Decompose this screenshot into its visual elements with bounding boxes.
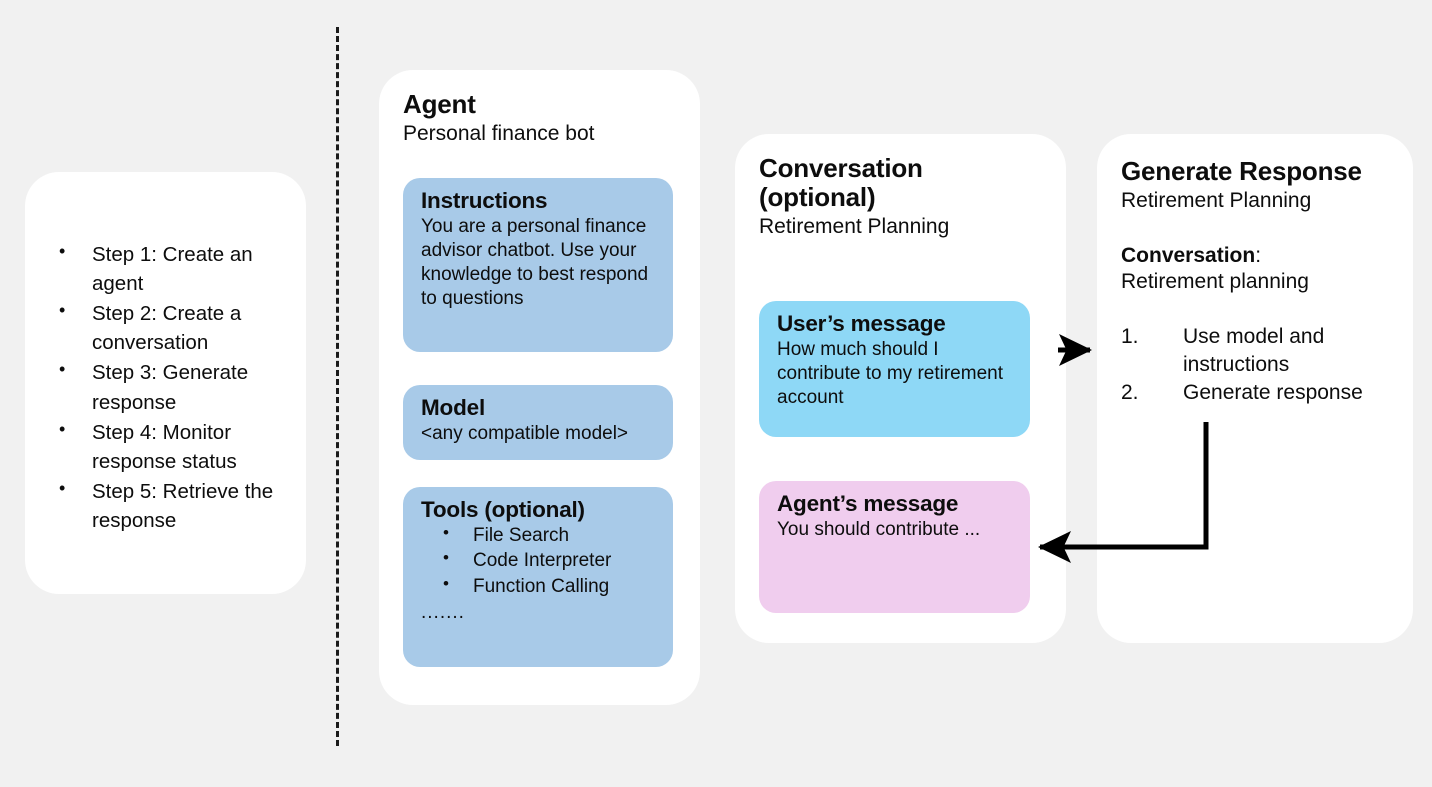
agent-card-subtitle: Personal finance bot: [403, 122, 595, 146]
agent-card: Agent Personal finance bot Instructions …: [379, 70, 700, 705]
user-message-title: User’s message: [777, 311, 946, 336]
list-item: Step 2: Create a conversation: [41, 298, 296, 357]
list-item: Step 5: Retrieve the response: [41, 476, 296, 535]
agent-message-block: Agent’s message You should contribute ..…: [759, 481, 1030, 613]
conversation-card-subtitle: Retirement Planning: [759, 215, 950, 239]
generate-conversation-colon: :: [1255, 244, 1262, 268]
tools-list: File Search Code Interpreter Function Ca…: [421, 522, 657, 599]
section-divider-dashed-line: [336, 27, 339, 746]
conversation-card-title: Conversation (optional): [759, 153, 923, 213]
model-value: <any compatible model>: [421, 423, 629, 445]
list-item: Step 3: Generate response: [41, 357, 296, 416]
step-text: Generate response: [1183, 381, 1363, 405]
list-item: 2. Generate response: [1121, 379, 1399, 407]
generate-response-title: Generate Response: [1121, 156, 1362, 186]
instructions-block: Instructions You are a personal finance …: [403, 178, 673, 352]
model-block: Model <any compatible model>: [403, 385, 673, 460]
generate-conversation-label: Conversation: [1121, 244, 1256, 268]
tools-ellipsis: .......: [421, 601, 465, 623]
generate-conversation-line: Conversation: Retirement planning: [1121, 243, 1399, 295]
step-number: 2.: [1121, 381, 1139, 405]
list-item: 1. Use model and instructions: [1121, 323, 1399, 379]
user-message-body: How much should I contribute to my retir…: [777, 339, 1003, 409]
steps-overview-card: Step 1: Create an agent Step 2: Create a…: [25, 172, 306, 594]
generate-conversation-value: Retirement planning: [1121, 270, 1309, 294]
list-item: Code Interpreter: [421, 547, 657, 573]
step-text: Use model and instructions: [1183, 325, 1325, 377]
model-title: Model: [421, 395, 485, 420]
tools-title: Tools (optional): [421, 497, 585, 522]
step-number: 1.: [1121, 325, 1139, 349]
generate-response-card: Generate Response Retirement Planning Co…: [1097, 134, 1413, 643]
agent-card-title: Agent: [403, 89, 476, 119]
instructions-body: You are a personal finance advisor chatb…: [421, 216, 649, 310]
generate-steps-list: 1. Use model and instructions 2. Generat…: [1121, 323, 1399, 407]
list-item: File Search: [421, 522, 657, 548]
conversation-card: Conversation (optional) Retirement Plann…: [735, 134, 1066, 643]
instructions-title: Instructions: [421, 188, 548, 213]
agent-message-body: You should contribute ...: [777, 519, 981, 541]
list-item: Step 1: Create an agent: [41, 239, 296, 298]
user-message-block: User’s message How much should I contrib…: [759, 301, 1030, 437]
list-item: Step 4: Monitor response status: [41, 417, 296, 476]
generate-response-subtitle: Retirement Planning: [1121, 189, 1312, 213]
agent-message-title: Agent’s message: [777, 491, 959, 516]
list-item: Function Calling: [421, 573, 657, 599]
tools-block: Tools (optional) File Search Code Interp…: [403, 487, 673, 667]
steps-list: Step 1: Create an agent Step 2: Create a…: [41, 239, 296, 536]
